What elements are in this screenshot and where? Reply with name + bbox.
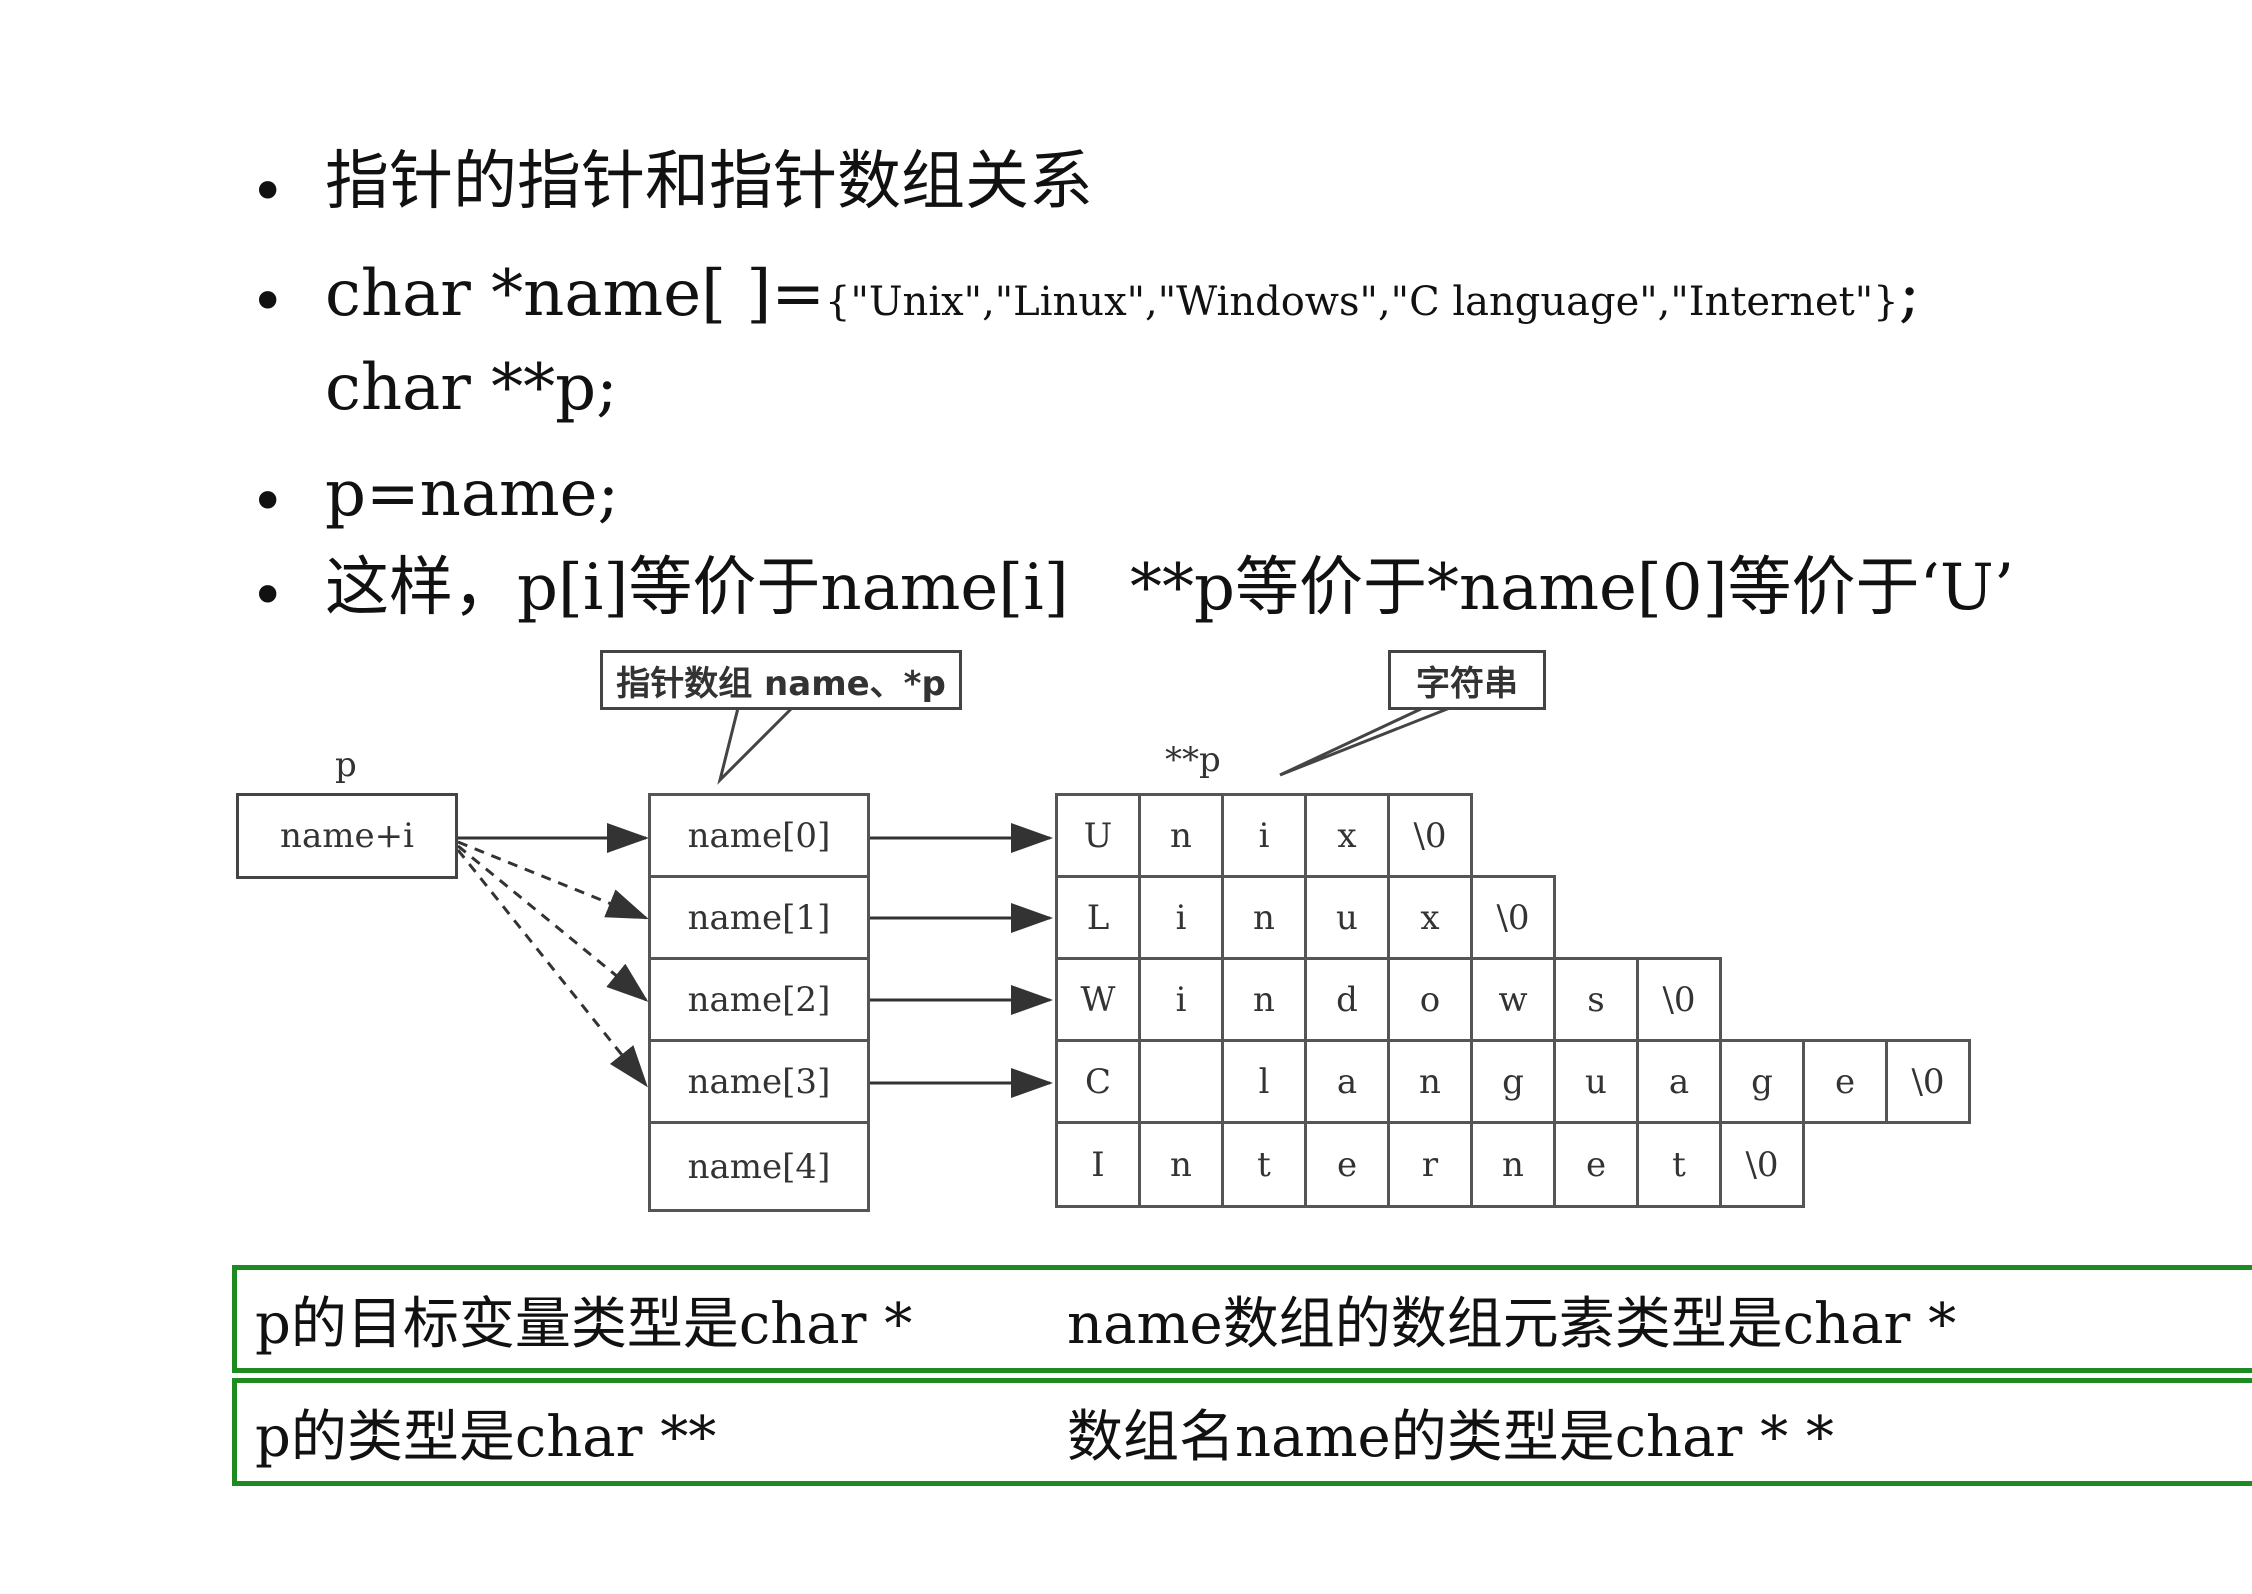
code-declaration: char *name[ ]= — [325, 257, 825, 331]
string-char-cell: a — [1304, 1039, 1390, 1124]
string-char-cell: s — [1553, 957, 1639, 1042]
string-char-cell: \0 — [1387, 793, 1473, 878]
string-char-cell: d — [1304, 957, 1390, 1042]
string-char-cell: \0 — [1719, 1121, 1805, 1208]
string-char-cell: x — [1387, 875, 1473, 960]
string-char-cell: w — [1470, 957, 1556, 1042]
string-char-cell: n — [1221, 957, 1307, 1042]
string-char-cell: \0 — [1636, 957, 1722, 1042]
bullet-text-b: **p等价于*name[0]等价于‘U’ — [1130, 551, 2015, 625]
string-char-cell: n — [1138, 1121, 1224, 1208]
string-char-cell — [1138, 1039, 1224, 1124]
string-char-cell: n — [1138, 793, 1224, 878]
string-char-cell: n — [1387, 1039, 1473, 1124]
pp-label: **p — [1165, 740, 1221, 780]
bullet-text-line2: char **p; — [325, 351, 618, 425]
arrow-p-name2 — [457, 844, 649, 1002]
string-char-cell: e — [1304, 1121, 1390, 1208]
string-char-cell: L — [1055, 875, 1141, 960]
string-char-cell: n — [1221, 875, 1307, 960]
bullet-dot: • — [250, 561, 286, 631]
string-char-cell: g — [1470, 1039, 1556, 1124]
arrow-p-name3 — [456, 849, 648, 1088]
string-char-cell: \0 — [1470, 875, 1556, 960]
callout-string-tail — [1279, 698, 1471, 777]
string-char-cell: n — [1470, 1121, 1556, 1208]
callout-array-tail — [717, 698, 802, 785]
string-char-cell: i — [1221, 793, 1307, 878]
summary-box-1: p的目标变量类型是char * name数组的数组元素类型是char * — [232, 1265, 2252, 1373]
summary-left: p的目标变量类型是char * — [255, 1291, 913, 1357]
string-char-cell: C — [1055, 1039, 1141, 1124]
bullet-text-a: 这样，p[i]等价于name[i] — [325, 551, 1069, 625]
string-char-cell: l — [1221, 1039, 1307, 1124]
string-char-cell: x — [1304, 793, 1390, 878]
string-char-cell: r — [1387, 1121, 1473, 1208]
string-char-cell: t — [1221, 1121, 1307, 1208]
string-char-cell: u — [1553, 1039, 1639, 1124]
p-label: p — [335, 745, 357, 785]
code-semicolon: ; — [1898, 257, 1921, 331]
name-array-cell: name[1] — [648, 875, 870, 960]
summary-right: 数组名name的类型是char * * — [1067, 1404, 1834, 1470]
arrow-p-name1 — [457, 840, 649, 920]
string-char-cell: e — [1553, 1121, 1639, 1208]
string-char-cell: o — [1387, 957, 1473, 1042]
name-array-cell: name[4] — [648, 1121, 870, 1212]
string-char-cell: e — [1802, 1039, 1888, 1124]
summary-left: p的类型是char ** — [255, 1404, 717, 1470]
string-char-cell: U — [1055, 793, 1141, 878]
string-char-cell: a — [1636, 1039, 1722, 1124]
string-char-cell: t — [1636, 1121, 1722, 1208]
code-initializer: {"Unix","Linux","Windows","C language","… — [825, 279, 1899, 325]
string-char-cell: W — [1055, 957, 1141, 1042]
string-char-cell: I — [1055, 1121, 1141, 1208]
bullet-dot: • — [250, 267, 286, 337]
bullet-text: p=name; — [325, 457, 620, 531]
string-char-cell: i — [1138, 957, 1224, 1042]
bullet-dot: • — [250, 467, 286, 537]
string-char-cell: i — [1138, 875, 1224, 960]
string-char-cell: u — [1304, 875, 1390, 960]
summary-box-2: p的类型是char ** 数组名name的类型是char * * — [232, 1378, 2252, 1486]
bullet-text: 指针的指针和指针数组关系 — [325, 145, 1093, 219]
name-array-cell: name[2] — [648, 957, 870, 1042]
summary-right: name数组的数组元素类型是char * — [1067, 1291, 1957, 1357]
p-box: name+i — [236, 793, 458, 879]
bullet-dot: • — [250, 157, 286, 227]
bullet-text: char *name[ ]={"Unix","Linux","Windows",… — [325, 262, 1920, 326]
callout-pointer-array: 指针数组 name、*p — [600, 650, 962, 710]
callout-string: 字符串 — [1388, 650, 1546, 710]
name-array-cell: name[3] — [648, 1039, 870, 1124]
name-array-cell: name[0] — [648, 793, 870, 878]
string-char-cell: g — [1719, 1039, 1805, 1124]
string-char-cell: \0 — [1885, 1039, 1971, 1124]
